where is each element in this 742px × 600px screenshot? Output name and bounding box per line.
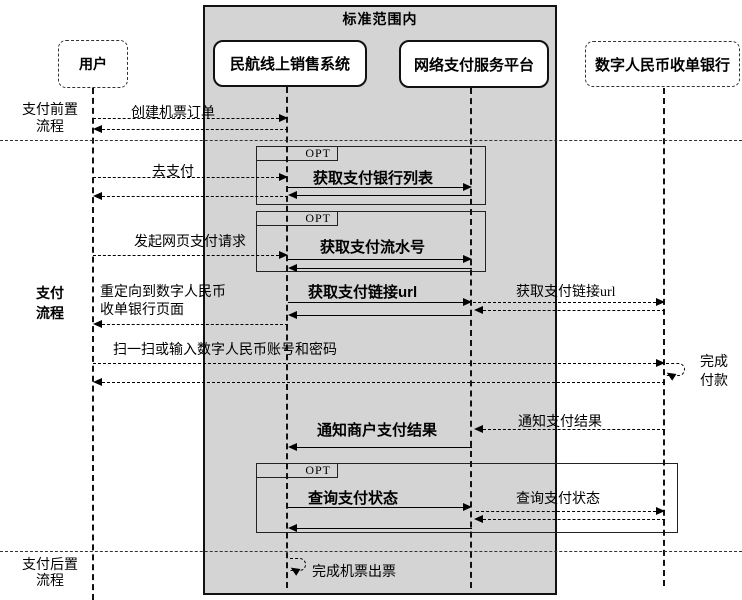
opt-fragment-query-status: OPT	[256, 463, 678, 533]
msg-label-complete-pay-line2: 付款	[700, 374, 728, 389]
msg-line-notify-merchant	[297, 447, 472, 448]
actor-digital-rmb-bank: 数字人民币收单银行	[585, 41, 740, 87]
msg-line-get-bank-list-return	[297, 195, 472, 196]
msg-label-initiate-web-pay: 发起网页支付请求	[134, 235, 246, 250]
opt-fragment-bank-list: OPT	[256, 146, 486, 205]
msg-label-notify-result: 通知支付结果	[518, 415, 602, 430]
actor-sales-system: 民航线上销售系统	[213, 40, 367, 87]
selfloop-complete-ticket	[290, 558, 306, 571]
msg-label-redirect-line2: 收单银行页面	[100, 303, 184, 318]
arrowhead-left	[474, 425, 483, 433]
msg-label-go-pay: 去支付	[152, 165, 194, 180]
arrowhead-right	[656, 359, 665, 367]
msg-line-create-order-return	[102, 129, 288, 130]
msg-line-redirect	[102, 324, 288, 325]
arrowhead-left	[288, 524, 297, 532]
lifeline-sales	[286, 87, 288, 588]
arrowhead-left	[288, 311, 297, 319]
msg-label-create-order: 创建机票订单	[131, 106, 215, 121]
section-label-line: 支付	[36, 285, 64, 301]
msg-line-go-pay-return	[102, 196, 288, 197]
msg-label-complete-ticket: 完成机票出票	[312, 565, 396, 580]
msg-label-redirect-line1: 重定向到数字人民币	[100, 285, 226, 300]
msg-line-go-pay	[93, 177, 279, 178]
arrowhead-left	[474, 515, 483, 523]
arrowhead-left	[93, 125, 102, 133]
arrowhead-left	[474, 306, 483, 314]
opt-fragment-label: OPT	[256, 211, 338, 226]
msg-label-scan-or-input: 扫一扫或输入数字人民币账号和密码	[113, 343, 337, 358]
msg-label-get-pay-url: 获取支付链接url	[308, 284, 418, 301]
msg-label-get-pay-url-bank: 获取支付链接url	[516, 285, 616, 300]
arrowhead-right	[279, 173, 288, 181]
arrowhead-left	[93, 192, 102, 200]
msg-line-get-bank-list	[288, 187, 463, 188]
msg-line-get-serial-no-return	[297, 268, 472, 269]
msg-line-notify-result	[483, 429, 665, 430]
section-label-line: 流程	[36, 574, 64, 589]
arrowhead-left	[288, 443, 297, 451]
arrowhead-left	[93, 378, 102, 386]
section-divider-2	[0, 551, 742, 552]
section-label-line: 支付前置	[22, 103, 78, 118]
actor-payment-platform: 网络支付服务平台	[399, 40, 549, 88]
msg-label-complete-pay-line1: 完成	[700, 355, 728, 370]
arrowhead-right	[463, 503, 472, 511]
msg-line-get-serial-no	[288, 259, 463, 260]
msg-line-get-pay-url	[288, 302, 463, 303]
actor-user: 用户	[58, 40, 128, 88]
frame-title: 标准范围内	[342, 11, 418, 27]
msg-line-query-status-return	[297, 528, 472, 529]
arrowhead-right	[656, 298, 665, 306]
msg-line-get-pay-url-bank-return	[483, 310, 665, 311]
arrowhead-left	[288, 264, 297, 272]
section-label-pre-payment: 支付前置 流程	[8, 102, 92, 136]
standard-scope-frame	[203, 5, 557, 595]
arrowhead-right	[463, 183, 472, 191]
lifeline-user	[92, 88, 94, 600]
msg-label-query-status: 查询支付状态	[308, 490, 399, 507]
msg-line-query-status	[288, 507, 463, 508]
section-label-post-payment: 支付后置 流程	[8, 558, 92, 590]
msg-line-query-status-bank	[476, 511, 656, 512]
opt-fragment-label: OPT	[256, 146, 338, 161]
opt-fragment-serial-no: OPT	[256, 211, 486, 272]
lifeline-bank	[663, 88, 665, 586]
msg-line-get-pay-url-bank	[473, 302, 656, 303]
selfloop-complete-payment	[666, 363, 685, 376]
arrowhead-left	[93, 320, 102, 328]
arrowhead-left	[288, 191, 297, 199]
arrowhead-right	[463, 255, 472, 263]
section-label-line: 流程	[36, 305, 64, 321]
section-label-line: 支付后置	[22, 558, 78, 573]
arrowhead-right	[279, 251, 288, 259]
lifeline-platform	[470, 88, 472, 588]
arrowhead-right	[279, 114, 288, 122]
opt-fragment-label: OPT	[256, 463, 338, 478]
section-label-line: 流程	[36, 120, 64, 135]
msg-label-notify-merchant: 通知商户支付结果	[317, 422, 438, 439]
msg-line-query-status-bank-return	[483, 519, 665, 520]
msg-line-create-order	[93, 118, 279, 119]
section-label-payment: 支付 流程	[8, 283, 92, 323]
arrowhead-right	[463, 298, 472, 306]
msg-line-scan-return	[102, 382, 665, 383]
section-divider-1	[0, 140, 742, 141]
arrowhead-right	[656, 507, 665, 515]
msg-label-get-serial-no: 获取支付流水号	[320, 239, 426, 256]
msg-label-query-status-bank: 查询支付状态	[516, 492, 600, 507]
msg-label-get-bank-list: 获取支付银行列表	[313, 170, 434, 187]
msg-line-initiate-web-pay	[93, 255, 279, 256]
msg-line-scan-or-input	[93, 363, 656, 364]
msg-line-get-pay-url-return	[297, 315, 472, 316]
